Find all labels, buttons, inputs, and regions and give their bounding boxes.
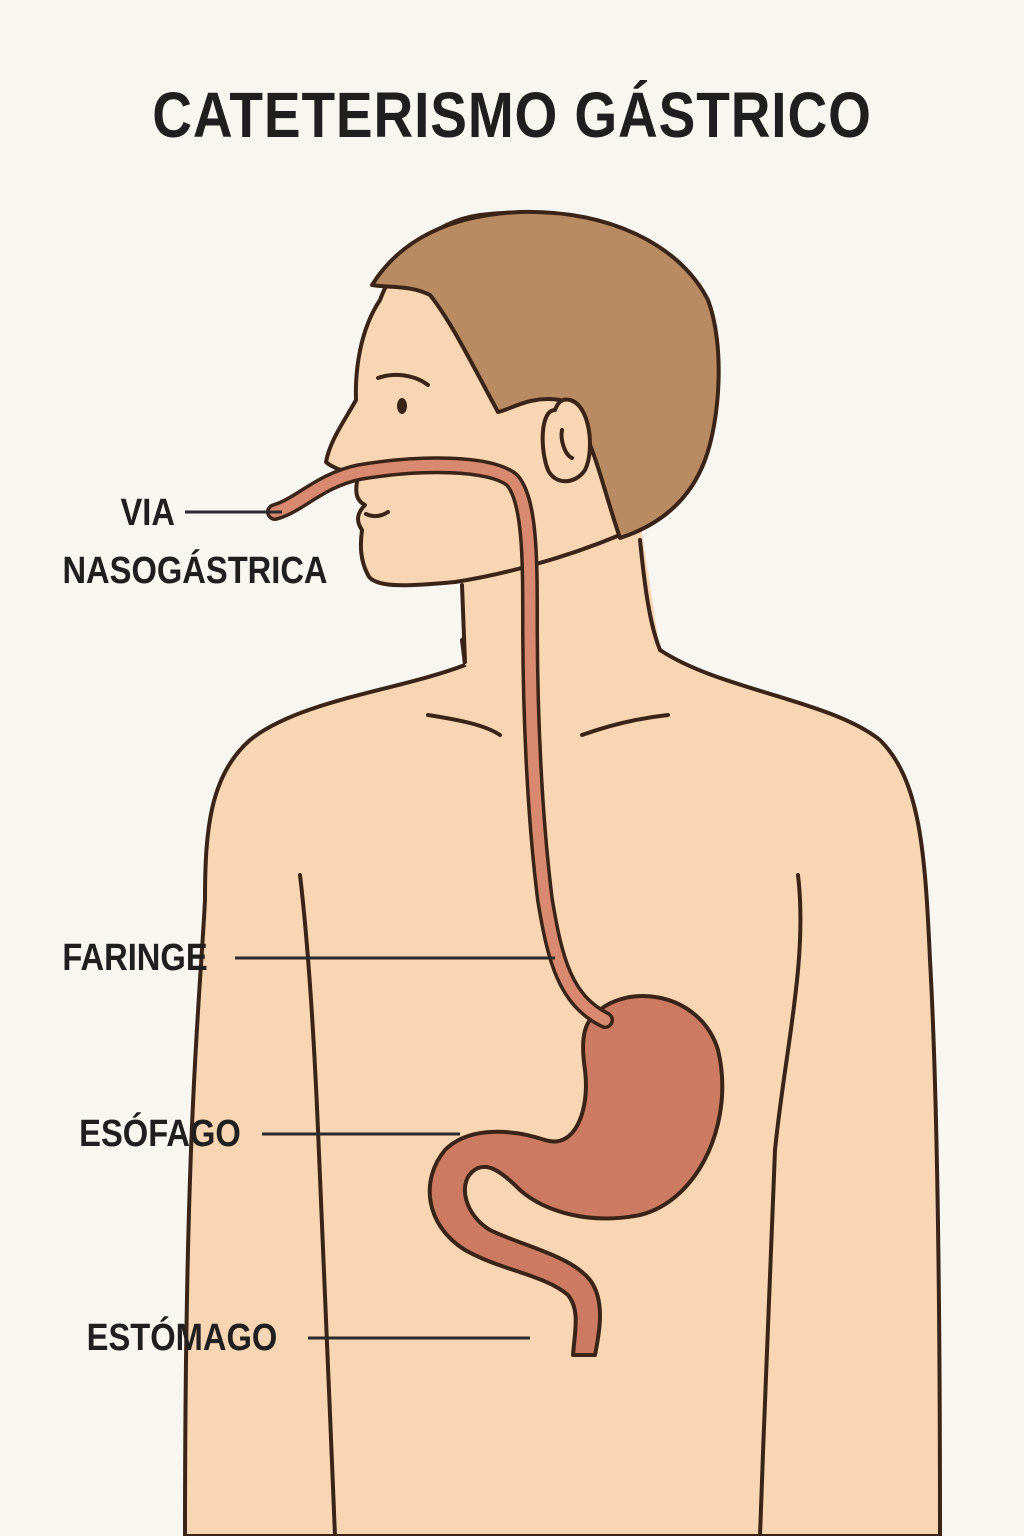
label-estomago: ESTÓMAGO <box>86 1317 278 1359</box>
hair <box>370 209 721 540</box>
arm-line-right <box>758 873 803 1536</box>
nasogastric-tube <box>269 459 611 1026</box>
eye <box>397 398 407 414</box>
label-esofago: ESÓFAGO <box>79 1113 241 1155</box>
arm-line-left <box>298 873 337 1536</box>
collarbone-right <box>580 713 670 737</box>
mouth <box>364 510 390 519</box>
stomach <box>427 994 725 1357</box>
page-title: CATETERISMO GÁSTRICO <box>152 79 872 151</box>
label-via-line2: NASOGÁSTRICA <box>62 550 328 592</box>
eyebrow <box>376 372 430 387</box>
ear <box>540 397 592 484</box>
neck <box>462 520 660 681</box>
label-via-nasogastrica: VIA NASOGÁSTRICA <box>62 484 329 600</box>
collarbone-left <box>426 713 502 737</box>
label-faringe: FARINGE <box>62 937 208 979</box>
label-via-line1: VIA <box>120 492 175 534</box>
torso <box>183 618 942 1536</box>
